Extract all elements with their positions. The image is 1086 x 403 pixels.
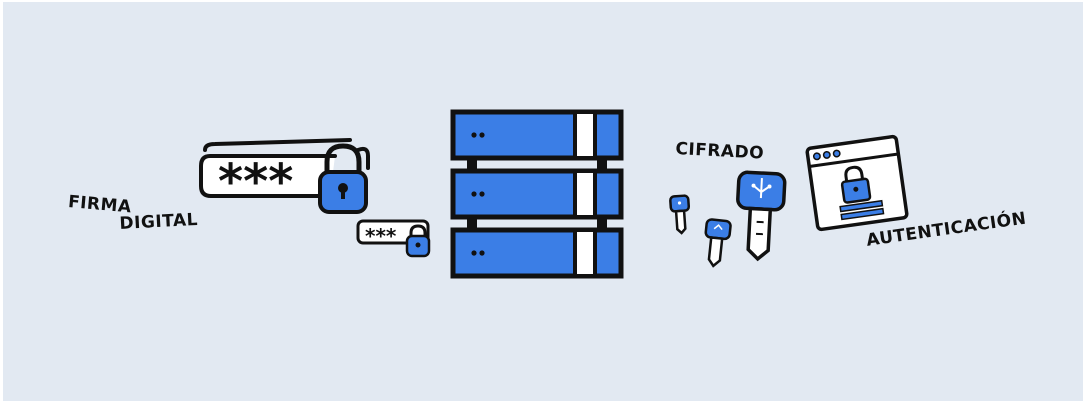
password-mask-small-text: *** — [365, 224, 397, 248]
key-icon — [669, 194, 691, 235]
illustration-art: *** *** — [199, 109, 909, 279]
padlock-icon — [318, 143, 368, 214]
key-icon — [704, 218, 732, 268]
padlock-small-icon — [405, 224, 431, 258]
password-field-icon: *** — [199, 138, 370, 210]
key-icon — [736, 170, 787, 262]
password-mask-text: *** — [218, 154, 293, 210]
browser-window-icon — [805, 134, 909, 232]
server-icon — [450, 109, 624, 279]
server-unit — [450, 109, 624, 161]
illustration-canvas: *** *** — [3, 2, 1083, 401]
server-unit — [450, 168, 624, 220]
server-unit — [450, 227, 624, 279]
label-digital: DIGITAL — [119, 209, 199, 234]
